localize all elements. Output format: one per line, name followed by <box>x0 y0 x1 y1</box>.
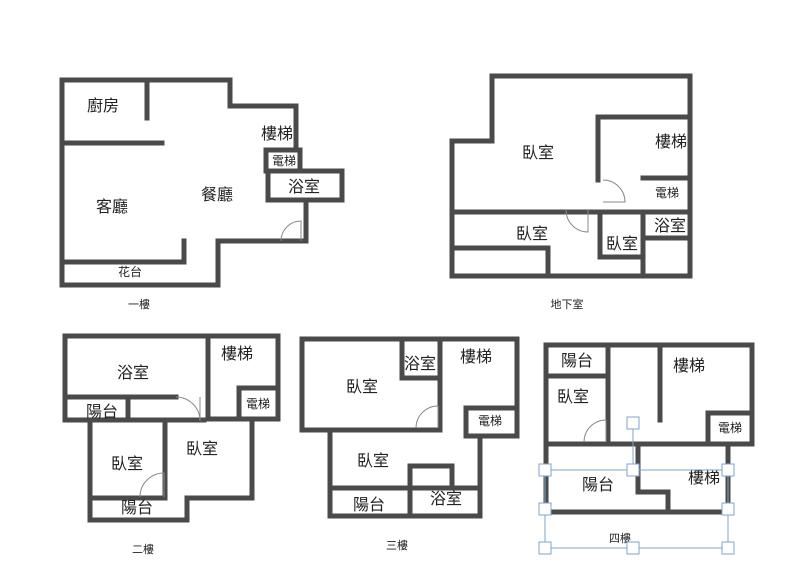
room-bath: 浴室 <box>117 363 149 382</box>
room-dining: 餐廳 <box>201 185 233 204</box>
room-stairs-1: 樓梯 <box>673 356 705 375</box>
room-elevator: 電梯 <box>272 154 296 168</box>
room-bedroom-1: 臥室 <box>346 377 378 396</box>
room-elevator: 電梯 <box>246 397 270 411</box>
plan-floor-4: 陽台 樓梯 臥室 電梯 陽台 樓梯 四樓 <box>538 342 755 555</box>
rotate-handle[interactable] <box>626 416 640 430</box>
selection-box[interactable] <box>538 416 735 555</box>
room-bath-1: 浴室 <box>404 354 436 373</box>
resize-handle-right[interactable] <box>721 502 735 516</box>
room-bedroom-2: 臥室 <box>516 224 548 243</box>
room-stairs: 樓梯 <box>655 132 687 151</box>
room-bedroom-3: 臥室 <box>606 234 638 253</box>
room-bath: 浴室 <box>288 177 320 196</box>
floor-label-basement: 地下室 <box>551 297 584 311</box>
resize-handle-top-left[interactable] <box>538 463 552 477</box>
plan-floor-2: 浴室 樓梯 電梯 陽台 臥室 臥室 陽台 二樓 <box>62 333 281 556</box>
room-bedroom-1: 臥室 <box>111 454 143 473</box>
resize-handle-bottom-left[interactable] <box>538 541 552 555</box>
room-elevator: 電梯 <box>718 421 742 435</box>
plan-basement: 臥室 樓梯 電梯 浴室 臥室 臥室 地下室 <box>449 73 693 311</box>
floor-label-1: 一樓 <box>128 297 150 311</box>
resize-handle-bottom[interactable] <box>626 541 640 555</box>
room-balcony: 陽台 <box>353 495 385 514</box>
plan-floor-3: 臥室 浴室 樓梯 電梯 臥室 陽台 浴室 三樓 <box>299 336 520 552</box>
room-bath: 浴室 <box>654 216 686 235</box>
room-bath-2: 浴室 <box>430 489 462 508</box>
room-balcony-1: 陽台 <box>561 351 593 370</box>
room-living: 客廳 <box>96 197 128 216</box>
room-balcony-1: 陽台 <box>86 402 118 421</box>
resize-handle-top-right[interactable] <box>721 463 735 477</box>
floor-label-2: 二樓 <box>132 542 154 556</box>
room-kitchen: 廚房 <box>87 96 119 115</box>
room-elevator: 電梯 <box>655 186 679 200</box>
room-bedroom: 臥室 <box>557 387 589 406</box>
room-stairs: 樓梯 <box>221 344 253 363</box>
plan-floor-1: 廚房 樓梯 電梯 浴室 客廳 餐廳 花台 一樓 <box>59 77 345 311</box>
room-bedroom-2: 臥室 <box>357 451 389 470</box>
resize-handle-left[interactable] <box>538 502 552 516</box>
room-balcony-2: 陽台 <box>121 498 153 517</box>
room-elevator: 電梯 <box>478 414 502 428</box>
room-stairs: 樓梯 <box>460 347 492 366</box>
resize-handle-top[interactable] <box>626 463 640 477</box>
room-stairs-2: 樓梯 <box>688 468 720 487</box>
room-bedroom-1: 臥室 <box>522 143 554 162</box>
room-planter: 花台 <box>118 264 142 279</box>
room-bedroom-2: 臥室 <box>186 439 218 458</box>
room-balcony-2: 陽台 <box>582 475 614 494</box>
room-stairs: 樓梯 <box>261 124 293 143</box>
floor-label-3: 三樓 <box>386 538 408 552</box>
resize-handle-bottom-right[interactable] <box>721 541 735 555</box>
floor-label-4: 四樓 <box>609 531 631 545</box>
